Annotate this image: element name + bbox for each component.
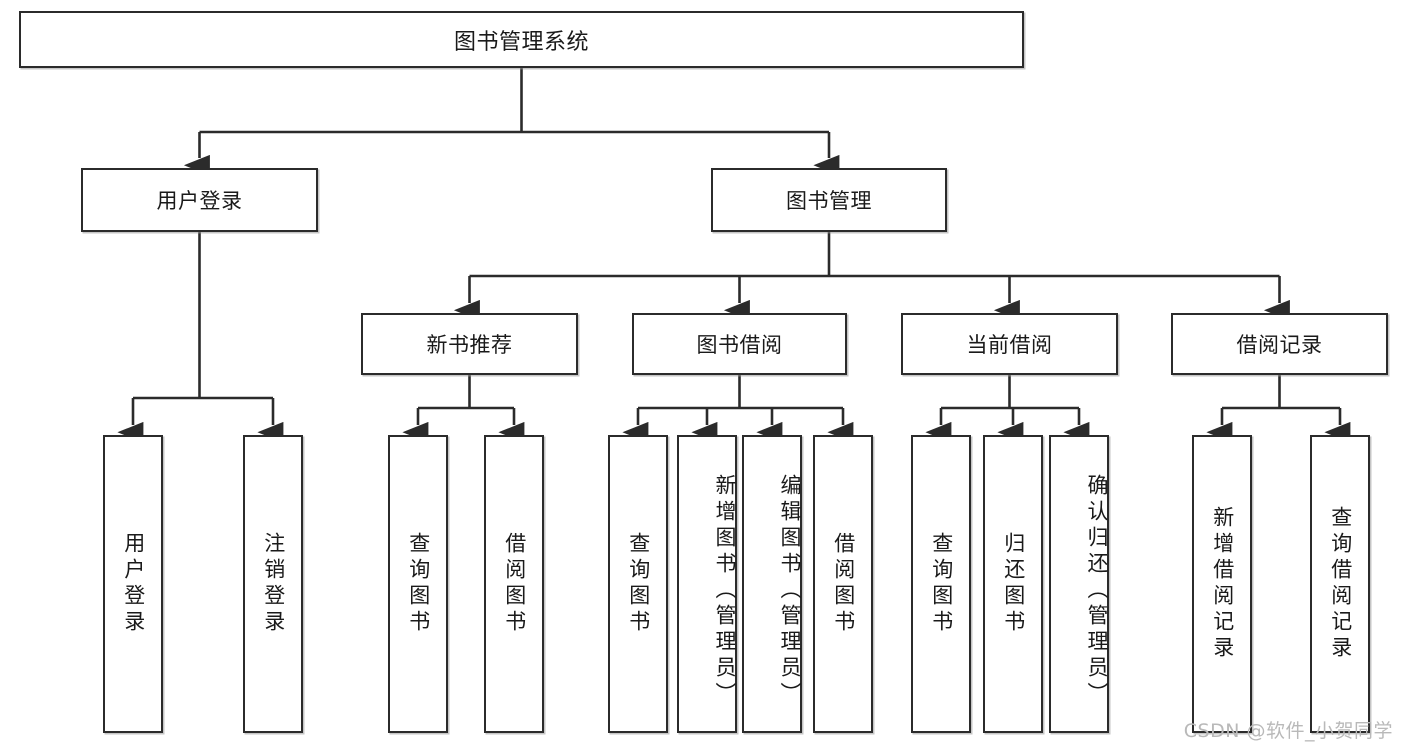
leaf-node-4[interactable]: 查询图书	[608, 435, 668, 733]
leaf-node-11-label: 新增借阅记录	[1210, 506, 1235, 662]
level2-node-2[interactable]: 当前借阅	[901, 313, 1118, 375]
level2-node-1-label: 图书借阅	[696, 333, 783, 357]
level2-node-0-label: 新书推荐	[426, 333, 513, 357]
root-node-book-management-system-label: 图书管理系统	[453, 29, 589, 55]
root-node-book-management-system[interactable]: 图书管理系统	[19, 11, 1024, 68]
level2-node-3-label: 借阅记录	[1236, 333, 1323, 357]
leaf-node-4-label: 查询图书	[626, 532, 651, 636]
leaf-node-5[interactable]: 新增图书（管理员）	[677, 435, 737, 733]
leaf-node-1-label: 注销登录	[261, 532, 286, 636]
leaf-node-8[interactable]: 查询图书	[911, 435, 971, 733]
leaf-node-8-label: 查询图书	[929, 532, 954, 636]
leaf-node-9-label: 归还图书	[1001, 532, 1026, 636]
leaf-node-0[interactable]: 用户登录	[103, 435, 163, 733]
level2-node-0[interactable]: 新书推荐	[361, 313, 578, 375]
level1-node-1[interactable]: 图书管理	[711, 168, 947, 232]
level2-node-3[interactable]: 借阅记录	[1171, 313, 1388, 375]
level2-node-1[interactable]: 图书借阅	[632, 313, 847, 375]
leaf-node-12-label: 查询借阅记录	[1328, 506, 1353, 662]
level2-node-2-label: 当前借阅	[966, 333, 1053, 357]
leaf-node-6-label: 编辑图书（管理员）	[778, 474, 802, 708]
level1-node-0[interactable]: 用户登录	[81, 168, 318, 232]
leaf-node-5-label: 新增图书（管理员）	[713, 474, 737, 708]
leaf-node-9[interactable]: 归还图书	[983, 435, 1043, 733]
level1-node-1-label: 图书管理	[786, 189, 872, 213]
leaf-node-0-label: 用户登录	[121, 532, 146, 636]
level1-node-0-label: 用户登录	[156, 189, 243, 213]
leaf-node-11[interactable]: 新增借阅记录	[1192, 435, 1252, 733]
leaf-node-3[interactable]: 借阅图书	[484, 435, 544, 733]
leaf-node-10[interactable]: 确认归还（管理员）	[1049, 435, 1109, 733]
leaf-node-2[interactable]: 查询图书	[388, 435, 448, 733]
leaf-node-3-label: 借阅图书	[502, 532, 527, 636]
leaf-node-10-label: 确认归还（管理员）	[1085, 474, 1109, 708]
leaf-node-12[interactable]: 查询借阅记录	[1310, 435, 1370, 733]
leaf-node-7[interactable]: 借阅图书	[813, 435, 873, 733]
leaf-node-1[interactable]: 注销登录	[243, 435, 303, 733]
leaf-node-2-label: 查询图书	[406, 532, 431, 636]
leaf-node-7-label: 借阅图书	[831, 532, 856, 636]
leaf-node-6[interactable]: 编辑图书（管理员）	[742, 435, 802, 733]
